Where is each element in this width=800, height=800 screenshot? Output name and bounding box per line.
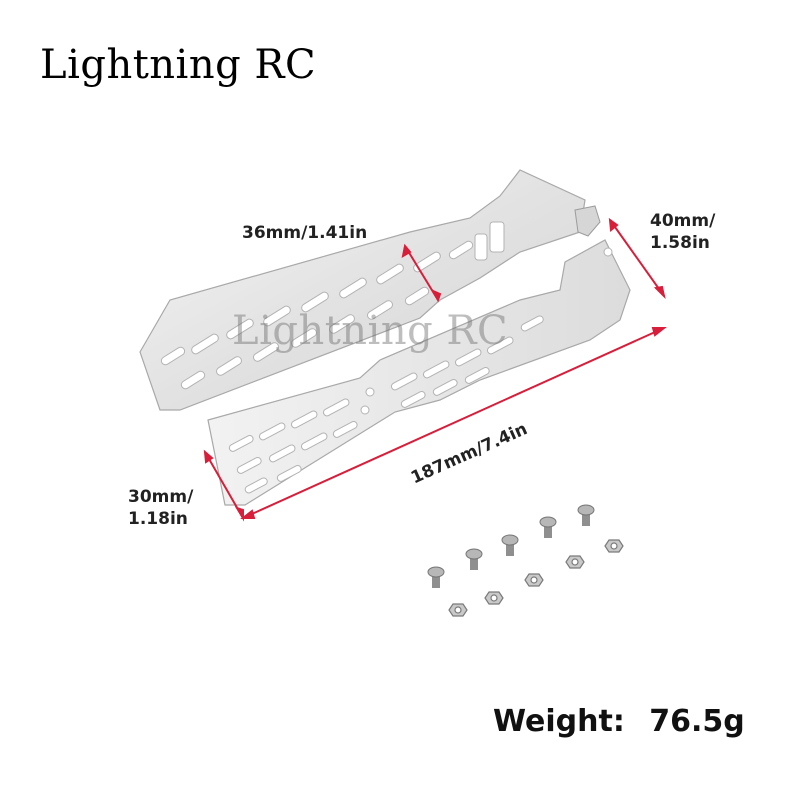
screw-set	[427, 504, 595, 588]
brand-watermark: Lightning RC	[232, 308, 509, 354]
dimension-top-width: 36mm/1.41in	[242, 223, 368, 243]
weight-value: 76.5g	[649, 704, 745, 739]
dimension-left-height-line2: 1.18in	[128, 509, 188, 529]
nut	[565, 555, 585, 569]
screw	[427, 566, 445, 588]
dimension-left-height: 30mm/ 1.18in	[128, 486, 193, 530]
screw	[465, 548, 483, 570]
nut-set	[448, 539, 624, 617]
dimension-right-height: 40mm/ 1.58in	[650, 210, 715, 254]
weight-spec: Weight: 76.5g	[493, 704, 745, 739]
nut	[524, 573, 544, 587]
dimension-right-height-line2: 1.58in	[650, 233, 710, 253]
weight-label: Weight:	[493, 704, 625, 739]
nut	[448, 603, 468, 617]
dimension-right-height-line1: 40mm/	[650, 211, 716, 231]
nut	[484, 591, 504, 605]
skid-plate-back	[139, 169, 601, 411]
dimension-lines	[203, 217, 667, 522]
screw	[539, 516, 557, 538]
nut	[604, 539, 624, 553]
skid-plate-front	[207, 239, 631, 506]
dimension-left-height-line1: 30mm/	[128, 487, 194, 507]
screw	[501, 534, 519, 556]
screw	[577, 504, 595, 526]
brand-title: Lightning RC	[40, 42, 317, 88]
